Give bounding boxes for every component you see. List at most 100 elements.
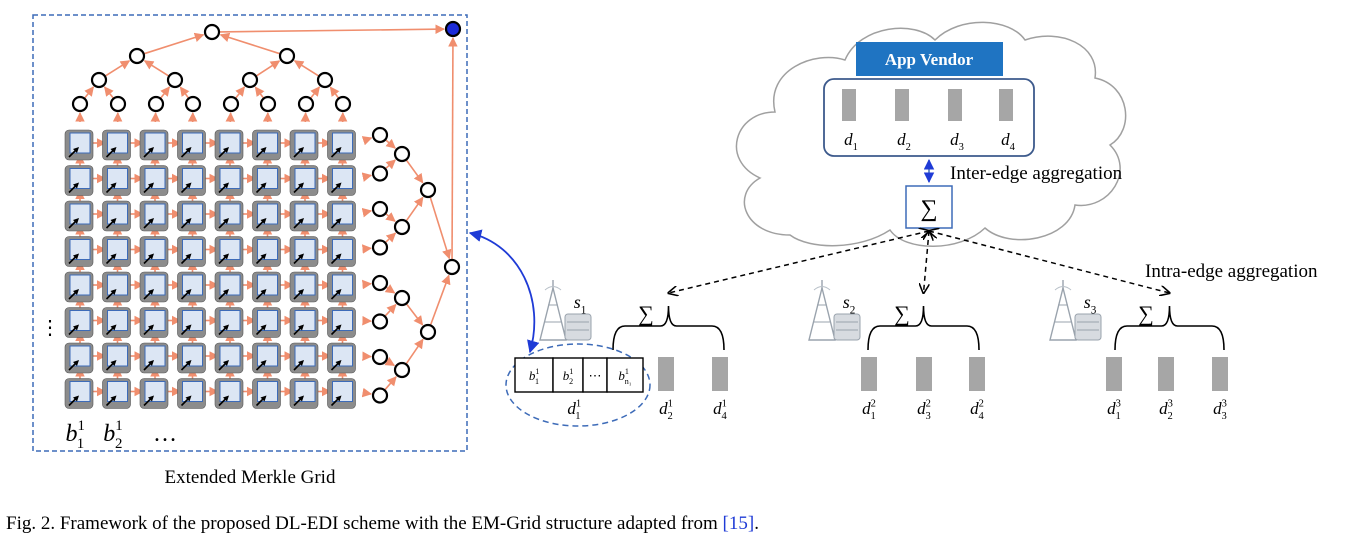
grid-cell-arrow-head: [185, 360, 192, 366]
aggregation-brace: [612, 305, 725, 351]
column-leaf-node: [222, 95, 240, 113]
merkle-link: [362, 244, 372, 254]
caption-reference-link[interactable]: [15]: [722, 513, 755, 534]
vendor-dataset-bar: [895, 89, 909, 121]
grid-cell: [257, 132, 278, 154]
merkle-link: [429, 197, 452, 260]
grid-cell-arrow-head: [185, 289, 192, 295]
grid-cell-arrow-head: [335, 324, 342, 331]
row-level2-node: [393, 289, 411, 307]
edge-sum-symbol: ∑: [638, 301, 654, 326]
grid-cell: [219, 310, 241, 331]
tower-frame: [808, 287, 836, 341]
edge-dataset-bar: [658, 357, 674, 391]
merkle-link: [384, 284, 396, 294]
server-box: [564, 313, 592, 341]
merkle-link: [405, 196, 424, 221]
grid-cell-arrow-head: [110, 147, 117, 153]
column-top-node: [203, 23, 221, 41]
grid-cell: [294, 239, 316, 260]
grid-cell: [332, 345, 353, 367]
grid-cell-arrow-head: [223, 218, 229, 224]
grid-cell: [107, 274, 128, 296]
merkle-link: [256, 60, 281, 77]
grid-cell: [144, 345, 166, 367]
grid-cell: [69, 274, 91, 296]
edge-dataset-bar: [861, 357, 877, 391]
grid-cell-arrow-head: [260, 182, 267, 189]
grid-cell-arrow-head: [185, 218, 192, 224]
grid-cell-arrow-head: [148, 395, 154, 402]
column-level2-node: [241, 71, 259, 89]
merkle-link: [405, 338, 424, 364]
data-block-cell: [606, 357, 644, 393]
caption-end: .: [754, 513, 759, 534]
merkle-link: [361, 136, 373, 146]
grid-cell: [219, 168, 241, 189]
merkle-link: [384, 303, 397, 317]
merkle-link: [385, 232, 397, 243]
grid-cell-arrow-head: [110, 395, 117, 402]
grid-cell: [257, 345, 278, 367]
grid-cell: [332, 310, 353, 331]
grid-cell: [294, 381, 316, 402]
grid-cell: [257, 203, 278, 225]
edge-dataset-bar: [916, 357, 932, 391]
grid-cell-arrow-head: [148, 147, 154, 153]
grid-cell-arrow-head: [335, 147, 342, 153]
column-level2-node: [316, 71, 334, 89]
grid-cell: [332, 168, 353, 189]
merkle-link: [385, 138, 396, 149]
grid-vdots: ⋮: [40, 317, 60, 339]
vendor-dataset-label: d2: [897, 130, 911, 153]
grid-cell: [144, 274, 166, 296]
grid-cell-arrow-head: [110, 360, 117, 366]
grid-cell: [144, 132, 166, 154]
grid-cell-arrow-head: [185, 395, 192, 402]
grid-cell-arrow-head: [73, 289, 79, 295]
row-top-node: [443, 258, 461, 276]
column-leaf-node: [184, 95, 202, 113]
server-box: [833, 313, 861, 341]
grid-title: Extended Merkle Grid: [165, 467, 336, 488]
grid-cell-arrow-head: [260, 324, 267, 331]
column-leaf-node: [259, 95, 277, 113]
grid-cell-arrow-head: [298, 218, 304, 224]
grid-cell-arrow-head: [223, 289, 229, 295]
grid-cell: [144, 239, 166, 260]
merkle-link: [448, 37, 458, 260]
edge-server-name: s1: [574, 292, 587, 316]
grid-cell-arrow-head: [298, 253, 304, 260]
grid-cell: [257, 168, 278, 189]
vendor-dataset-label: d3: [950, 130, 964, 153]
edge-server-icon: [539, 280, 592, 341]
grid-cell: [182, 203, 203, 225]
aggregation-brace: [867, 305, 980, 351]
grid-cell: [182, 345, 203, 367]
grid-cell: [182, 132, 203, 154]
grid-cell-arrow-head: [73, 360, 79, 366]
merkle-link: [385, 159, 396, 170]
merkle-link: [384, 356, 396, 367]
grid-cell: [69, 345, 91, 367]
merkle-link: [105, 60, 131, 77]
grid-cell-arrow-head: [223, 360, 229, 366]
grid-cell: [107, 345, 128, 367]
merkle-link: [361, 207, 373, 218]
grid-cell: [69, 310, 91, 331]
aggregation-brace: [1114, 305, 1225, 351]
global-sum-symbol: ∑: [920, 196, 937, 222]
grid-cell-arrow-head: [298, 324, 304, 331]
grid-cell: [69, 203, 91, 225]
row-leaf-node: [371, 274, 389, 292]
grid-cell: [182, 168, 203, 189]
row-leaf-node: [371, 313, 389, 330]
column-level3-node: [278, 47, 296, 65]
